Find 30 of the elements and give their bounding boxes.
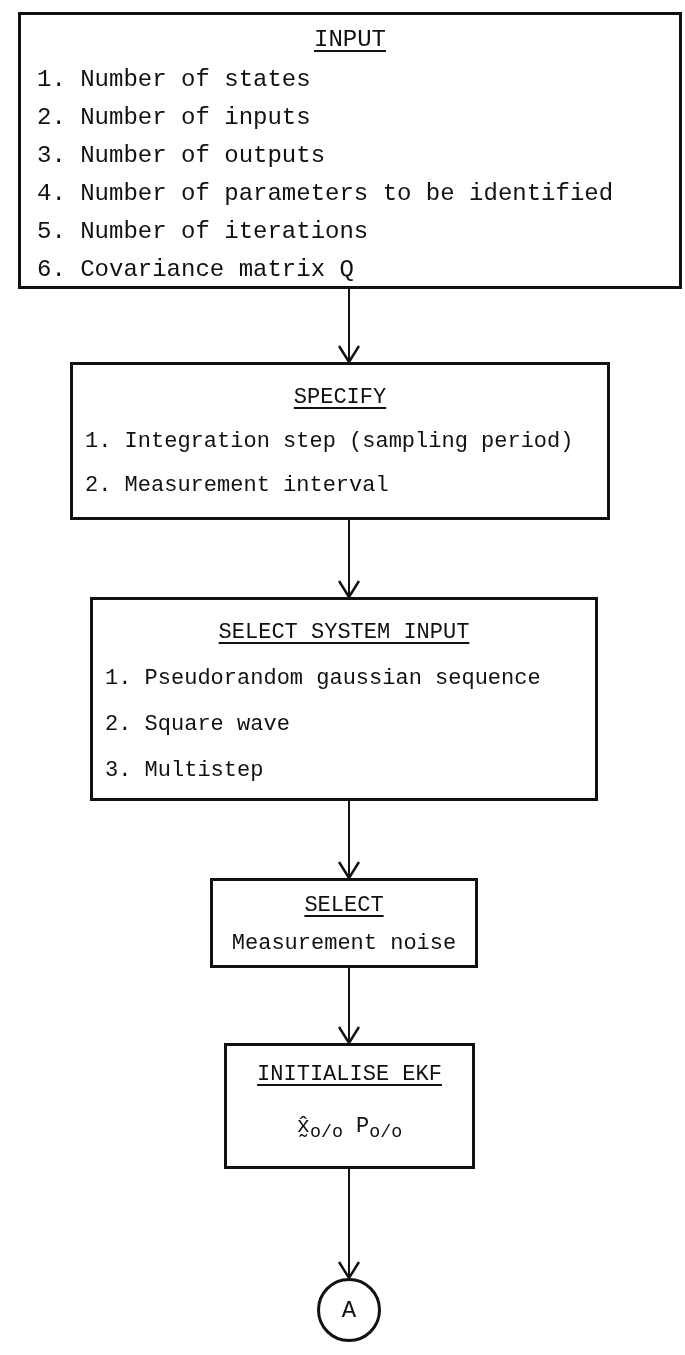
box-heading: INITIALISE EKF <box>256 1061 443 1089</box>
box-heading: INPUT <box>313 25 387 55</box>
process-box <box>18 12 682 289</box>
list-item: 4. Number of parameters to be identified <box>37 179 614 209</box>
box-text: Measurement noise <box>230 930 458 958</box>
list-item: 2. Measurement interval <box>85 472 389 500</box>
list-item: 1. Number of states <box>37 65 311 95</box>
arrow <box>337 800 361 880</box>
process-box <box>224 1043 475 1169</box>
box-heading: SELECT SYSTEM INPUT <box>217 619 471 647</box>
connector-label: A <box>341 1296 357 1324</box>
list-item: 3. Number of outputs <box>37 141 326 171</box>
list-item: 5. Number of iterations <box>37 217 369 247</box>
process-box <box>90 597 598 801</box>
process-box <box>210 878 478 968</box>
arrow <box>337 519 361 599</box>
process-box <box>70 362 610 520</box>
box-heading: SELECT <box>303 892 385 920</box>
list-item: 6. Covariance matrix Q <box>37 255 354 285</box>
arrow <box>337 288 361 364</box>
list-item: 1. Pseudorandom gaussian sequence <box>105 665 541 693</box>
connector-circle <box>317 1278 381 1342</box>
list-item: 3. Multistep <box>105 757 264 785</box>
box-heading: SPECIFY <box>292 384 388 412</box>
list-item: 2. Number of inputs <box>37 103 311 133</box>
arrow <box>337 967 361 1045</box>
list-item: 2. Square wave <box>105 711 290 739</box>
arrow <box>337 1168 361 1280</box>
box-text: x̰̂$_{o/o}$ P$_{o/o}$ <box>295 1113 404 1146</box>
list-item: 1. Integration step (sampling period) <box>85 428 574 456</box>
